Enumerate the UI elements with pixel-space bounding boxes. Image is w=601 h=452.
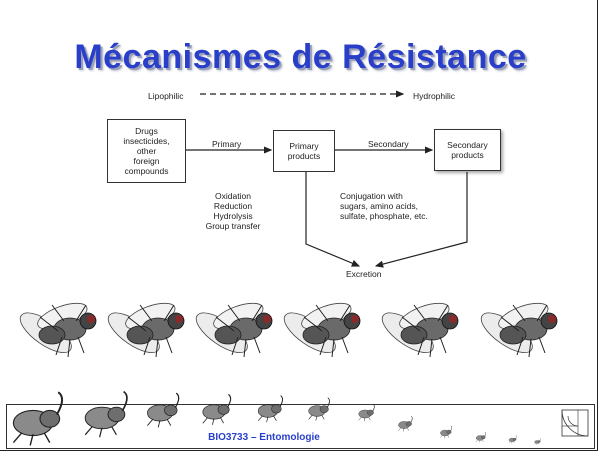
phase1-reactions: Oxidation Reduction Hydrolysis Group tra… xyxy=(200,191,266,231)
conjugation-text: Conjugation with sugars, amino acids, su… xyxy=(340,191,428,221)
rhinoceros-beetle-icon xyxy=(358,403,375,422)
rhinoceros-beetle-icon xyxy=(308,397,330,422)
rhinoceros-beetle-icon xyxy=(146,392,180,429)
slide-title: Mécanismes de Résistance xyxy=(74,38,527,76)
rhinoceros-beetle-icon xyxy=(475,431,487,443)
secondary-products-box: Secondary products xyxy=(434,129,501,171)
reaction-group-transfer: Group transfer xyxy=(205,221,261,231)
input-line: other xyxy=(136,146,157,156)
primary-to-excretion-arrow xyxy=(305,172,361,267)
reaction-reduction: Reduction xyxy=(213,201,253,211)
primary-edge-label: Primary xyxy=(212,139,242,149)
primary-products-box: Primary products xyxy=(273,130,335,172)
rhinoceros-beetle-icon xyxy=(257,395,284,423)
hydrophilic-label: Hydrophilic xyxy=(413,91,456,101)
rhinoceros-beetle-icon xyxy=(84,390,128,439)
input-line: foreign xyxy=(133,156,160,166)
golden-spiral-icon xyxy=(561,409,589,437)
input-line: insecticides, xyxy=(123,136,170,146)
secondary-edge-label: Secondary xyxy=(368,139,409,149)
conjugation-line: sulfate, phosphate, etc. xyxy=(340,211,428,221)
secondary-box-line: Secondary xyxy=(447,140,488,150)
secondary-box-line: products xyxy=(451,150,484,160)
rhinoceros-beetle-icon xyxy=(12,391,64,447)
primary-box-line: Primary xyxy=(289,141,319,151)
rhinoceros-beetle-icon xyxy=(534,437,541,446)
rhinoceros-beetle-icon xyxy=(440,425,453,439)
input-compounds-box: Drugs insecticides, other foreign compou… xyxy=(107,119,186,183)
conjugation-line: sugars, amino acids, xyxy=(340,201,418,211)
footer-course-label: BIO3733 – Entomologie xyxy=(208,432,320,443)
input-line: Drugs xyxy=(135,126,158,136)
reaction-hydrolysis: Hydrolysis xyxy=(213,211,253,221)
conjugation-line: Conjugation with xyxy=(340,191,403,201)
reaction-oxidation: Oxidation xyxy=(215,191,251,201)
input-line: compounds xyxy=(124,166,169,176)
lipophilic-label: Lipophilic xyxy=(148,91,184,101)
rhinoceros-beetle-icon xyxy=(398,415,413,432)
rhinoceros-beetle-icon xyxy=(508,435,517,444)
secondary-to-excretion-arrow xyxy=(374,172,468,268)
excretion-label: Excretion xyxy=(346,269,382,279)
rhinoceros-beetle-icon xyxy=(202,393,232,426)
primary-box-line: products xyxy=(287,151,321,161)
